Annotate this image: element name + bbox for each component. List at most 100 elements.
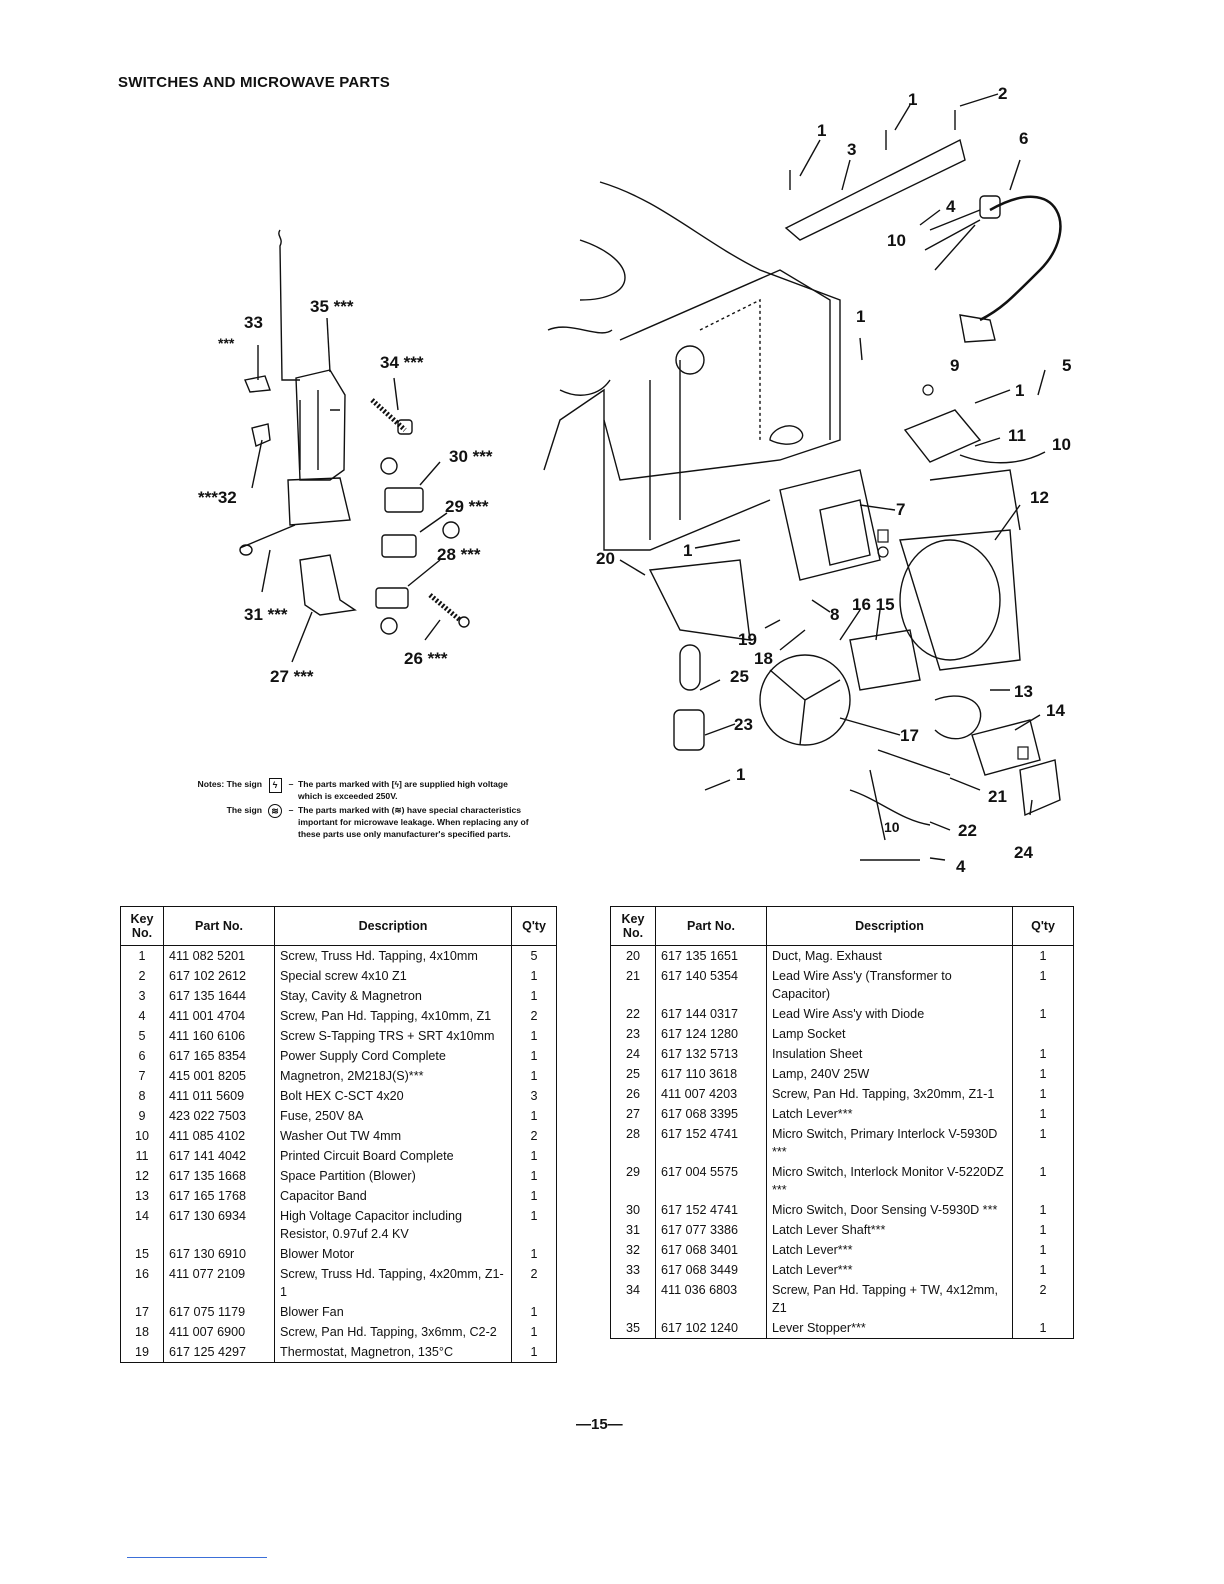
- cell-key: 17: [120, 1302, 164, 1322]
- cell-part: 617 075 1179: [163, 1302, 275, 1322]
- cell-qty: 1: [1012, 1004, 1074, 1024]
- cell-part: 617 165 1768: [163, 1186, 275, 1206]
- cell-key: 10: [120, 1126, 164, 1146]
- cell-desc: Latch Lever Shaft***: [766, 1220, 1013, 1240]
- header-desc: Description: [766, 906, 1013, 946]
- cell-qty: 5: [511, 945, 557, 966]
- cell-desc: Screw, Truss Hd. Tapping, 4x10mm: [274, 945, 512, 966]
- cell-part: 617 004 5575: [655, 1162, 767, 1200]
- cell-key: 1: [120, 945, 164, 966]
- cell-qty: 1: [511, 966, 557, 986]
- callout-6: 6: [1019, 129, 1028, 148]
- callout-22: 22: [958, 821, 977, 840]
- cell-desc: Latch Lever***: [766, 1240, 1013, 1260]
- cell-part: 617 110 3618: [655, 1064, 767, 1084]
- cell-desc: Fuse, 250V 8A: [274, 1106, 512, 1126]
- cell-qty: 1: [511, 1322, 557, 1342]
- cell-qty: 1: [1012, 1084, 1074, 1104]
- cell-key: 21: [610, 966, 656, 1004]
- cell-qty: 1: [511, 986, 557, 1006]
- cell-qty: 1: [511, 1026, 557, 1046]
- cell-desc: Screw, Pan Hd. Tapping + TW, 4x12mm, Z1: [766, 1280, 1013, 1318]
- cell-desc: Blower Motor: [274, 1244, 512, 1264]
- cell-key: 16: [120, 1264, 164, 1302]
- callout-28: 28 ***: [437, 545, 481, 564]
- cell-key: 13: [120, 1186, 164, 1206]
- cell-key: 32: [610, 1240, 656, 1260]
- cell-part: 617 102 1240: [655, 1318, 767, 1339]
- cell-desc: Thermostat, Magnetron, 135°C: [274, 1342, 512, 1363]
- cell-part: 617 068 3449: [655, 1260, 767, 1280]
- cell-qty: 1: [1012, 945, 1074, 966]
- cell-key: 29: [610, 1162, 656, 1200]
- cell-key: 18: [120, 1322, 164, 1342]
- callout-10c: 10: [884, 819, 900, 835]
- cell-part: 411 036 6803: [655, 1280, 767, 1318]
- cell-qty: 1: [1012, 1318, 1074, 1339]
- sign1-label: The sign: [226, 779, 262, 789]
- cell-qty: 1: [511, 1186, 557, 1206]
- callout-14: 14: [1046, 701, 1065, 720]
- cell-key: 24: [610, 1044, 656, 1064]
- cell-part: 617 130 6910: [163, 1244, 275, 1264]
- cell-part: 617 077 3386: [655, 1220, 767, 1240]
- cell-qty: 1: [511, 1342, 557, 1363]
- callout-30: 30 ***: [449, 447, 493, 466]
- cell-key: 7: [120, 1066, 164, 1086]
- cell-part: 617 125 4297: [163, 1342, 275, 1363]
- cell-desc: Micro Switch, Primary Interlock V-5930D …: [766, 1124, 1013, 1162]
- callout-20: 20: [596, 549, 615, 568]
- callout-1c: 1: [856, 307, 865, 326]
- cell-qty: 1: [511, 1146, 557, 1166]
- cell-qty: 2: [511, 1006, 557, 1026]
- cell-part: 617 124 1280: [655, 1024, 767, 1044]
- callout-4a: 4: [946, 197, 956, 216]
- callout-4b: 4: [956, 857, 966, 876]
- cell-part: 617 152 4741: [655, 1200, 767, 1220]
- cell-part: 411 082 5201: [163, 945, 275, 966]
- cell-qty: 1: [511, 1302, 557, 1322]
- cell-desc: Insulation Sheet: [766, 1044, 1013, 1064]
- cell-qty: 1: [1012, 1220, 1074, 1240]
- cell-part: 617 135 1651: [655, 945, 767, 966]
- callout-11: 11: [1008, 426, 1026, 445]
- cell-desc: Screw, Pan Hd. Tapping, 4x10mm, Z1: [274, 1006, 512, 1026]
- callout-26: 26 ***: [404, 649, 448, 668]
- callout-17: 17: [900, 726, 919, 745]
- cell-key: 20: [610, 945, 656, 966]
- cell-key: 34: [610, 1280, 656, 1318]
- callout-5: 5: [1062, 356, 1071, 375]
- cell-desc: Latch Lever***: [766, 1260, 1013, 1280]
- cell-part: 617 130 6934: [163, 1206, 275, 1244]
- cell-desc: High Voltage Capacitor including Resisto…: [274, 1206, 512, 1244]
- header-key: Key No.: [610, 906, 656, 946]
- cell-desc: Printed Circuit Board Complete: [274, 1146, 512, 1166]
- cell-key: 4: [120, 1006, 164, 1026]
- cell-key: 5: [120, 1026, 164, 1046]
- callout-19: 19: [738, 630, 757, 649]
- cell-key: 11: [120, 1146, 164, 1166]
- cell-qty: 1: [511, 1066, 557, 1086]
- cell-desc: Special screw 4x10 Z1: [274, 966, 512, 986]
- cell-desc: Screw, Pan Hd. Tapping, 3x20mm, Z1-1: [766, 1084, 1013, 1104]
- cell-part: 617 135 1644: [163, 986, 275, 1006]
- callout-21: 21: [988, 787, 1007, 806]
- cell-qty: 1: [1012, 1200, 1074, 1220]
- callout-8: 8: [830, 605, 839, 624]
